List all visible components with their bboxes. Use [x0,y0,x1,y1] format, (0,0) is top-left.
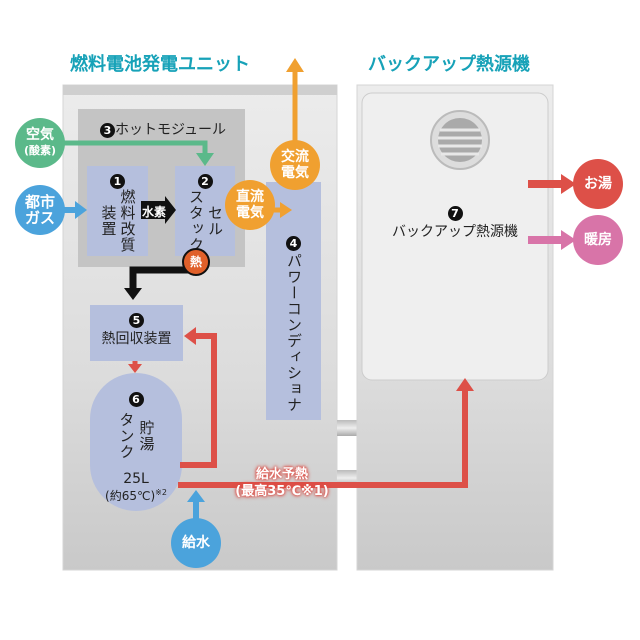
dc-line-2: 電気 [236,205,264,221]
preheat-line-2: (最高35℃※1) [235,484,329,499]
heat-recovery-text: 熱回収装置 [101,331,172,347]
dc-badge: 直流電気 [225,180,275,230]
cell-stack-line-2: スタック [187,189,205,253]
air-text: 空気 [26,127,54,143]
backup-text: バックアップ熱源機 [392,224,518,240]
return-pipe-arrow [180,327,217,468]
badge-1: 1 [110,174,125,189]
reformer-line-1: 燃料改質 [118,189,137,253]
badge-5: 5 [129,313,144,328]
dc-line-1: 直流 [236,189,264,205]
ac-line-2: 電気 [281,165,309,181]
badge-6: 6 [128,392,144,407]
tank-line-1: 貯湯 [137,420,156,452]
tank-note: ※2 [155,488,167,497]
tank-shape [90,373,182,511]
air-arrow [60,140,214,166]
city-gas-badge: 都市ガス [15,185,65,235]
power-conditioner: 4 パワーコンディショナ [266,232,321,413]
fuel-cell-unit-title: 燃料電池発電ユニット [70,54,250,75]
ac-line-1: 交流 [281,149,309,165]
badge-2: 2 [197,174,213,189]
heat-recovery: 5 熱回収装置 [90,312,183,348]
preheat-line-1: 給水予熱 [255,467,308,482]
pipe-upper [337,420,357,436]
water-supply-arrow [187,490,205,520]
power-conditioner-box [266,182,321,420]
tank: 6 貯湯 タンク 25L (約65℃)※2 [90,388,182,504]
air-subtext: (酸素) [23,144,57,157]
tank-line-2: タンク [117,412,136,460]
power-conditioner-text: パワーコンディショナ [285,253,303,413]
heating-arrow [528,230,576,250]
hot-module-text: ホットモジュール [115,122,227,138]
vent-icon [430,110,490,170]
tank-capacity: 25L [123,471,149,487]
city-gas-line-1: 都市 [24,193,55,211]
hot-water-badge: お湯 [573,159,623,209]
fuel-cell-unit-top [63,85,337,95]
heating-badge: 暖房 [573,215,623,265]
tank-temp: (約65℃) [105,489,156,503]
backup-heat-source: 7 バックアップ熱源機 [362,205,548,241]
badge-3: 3 [100,123,115,138]
backup-unit-title: バックアップ熱源機 [368,54,530,75]
preheat-label: 給水予熱 (最高35℃※1) [222,466,342,500]
air-badge: 空気(酸素) [15,118,65,168]
heat-badge: 熱 [182,248,210,276]
reformer-line-2: 装置 [99,205,118,237]
ac-output-arrow [286,58,304,145]
badge-4: 4 [286,236,301,251]
city-gas-line-2: ガス [24,209,55,227]
reformer: 1 燃料改質 装置 [87,170,148,253]
badge-7: 7 [447,206,463,221]
hydrogen-label: 水素 [142,205,167,219]
ac-badge: 交流電気 [270,140,320,190]
recovery-to-tank-arrow [128,361,142,373]
cell-stack-line-1: セル [206,205,224,237]
cell-stack: 2 セル スタック [175,170,235,253]
hydrogen-arrow [141,196,176,224]
preheat-pipe-arrow [178,378,474,488]
hot-water-arrow [528,174,576,194]
water-supply-badge: 給水 [171,518,221,568]
